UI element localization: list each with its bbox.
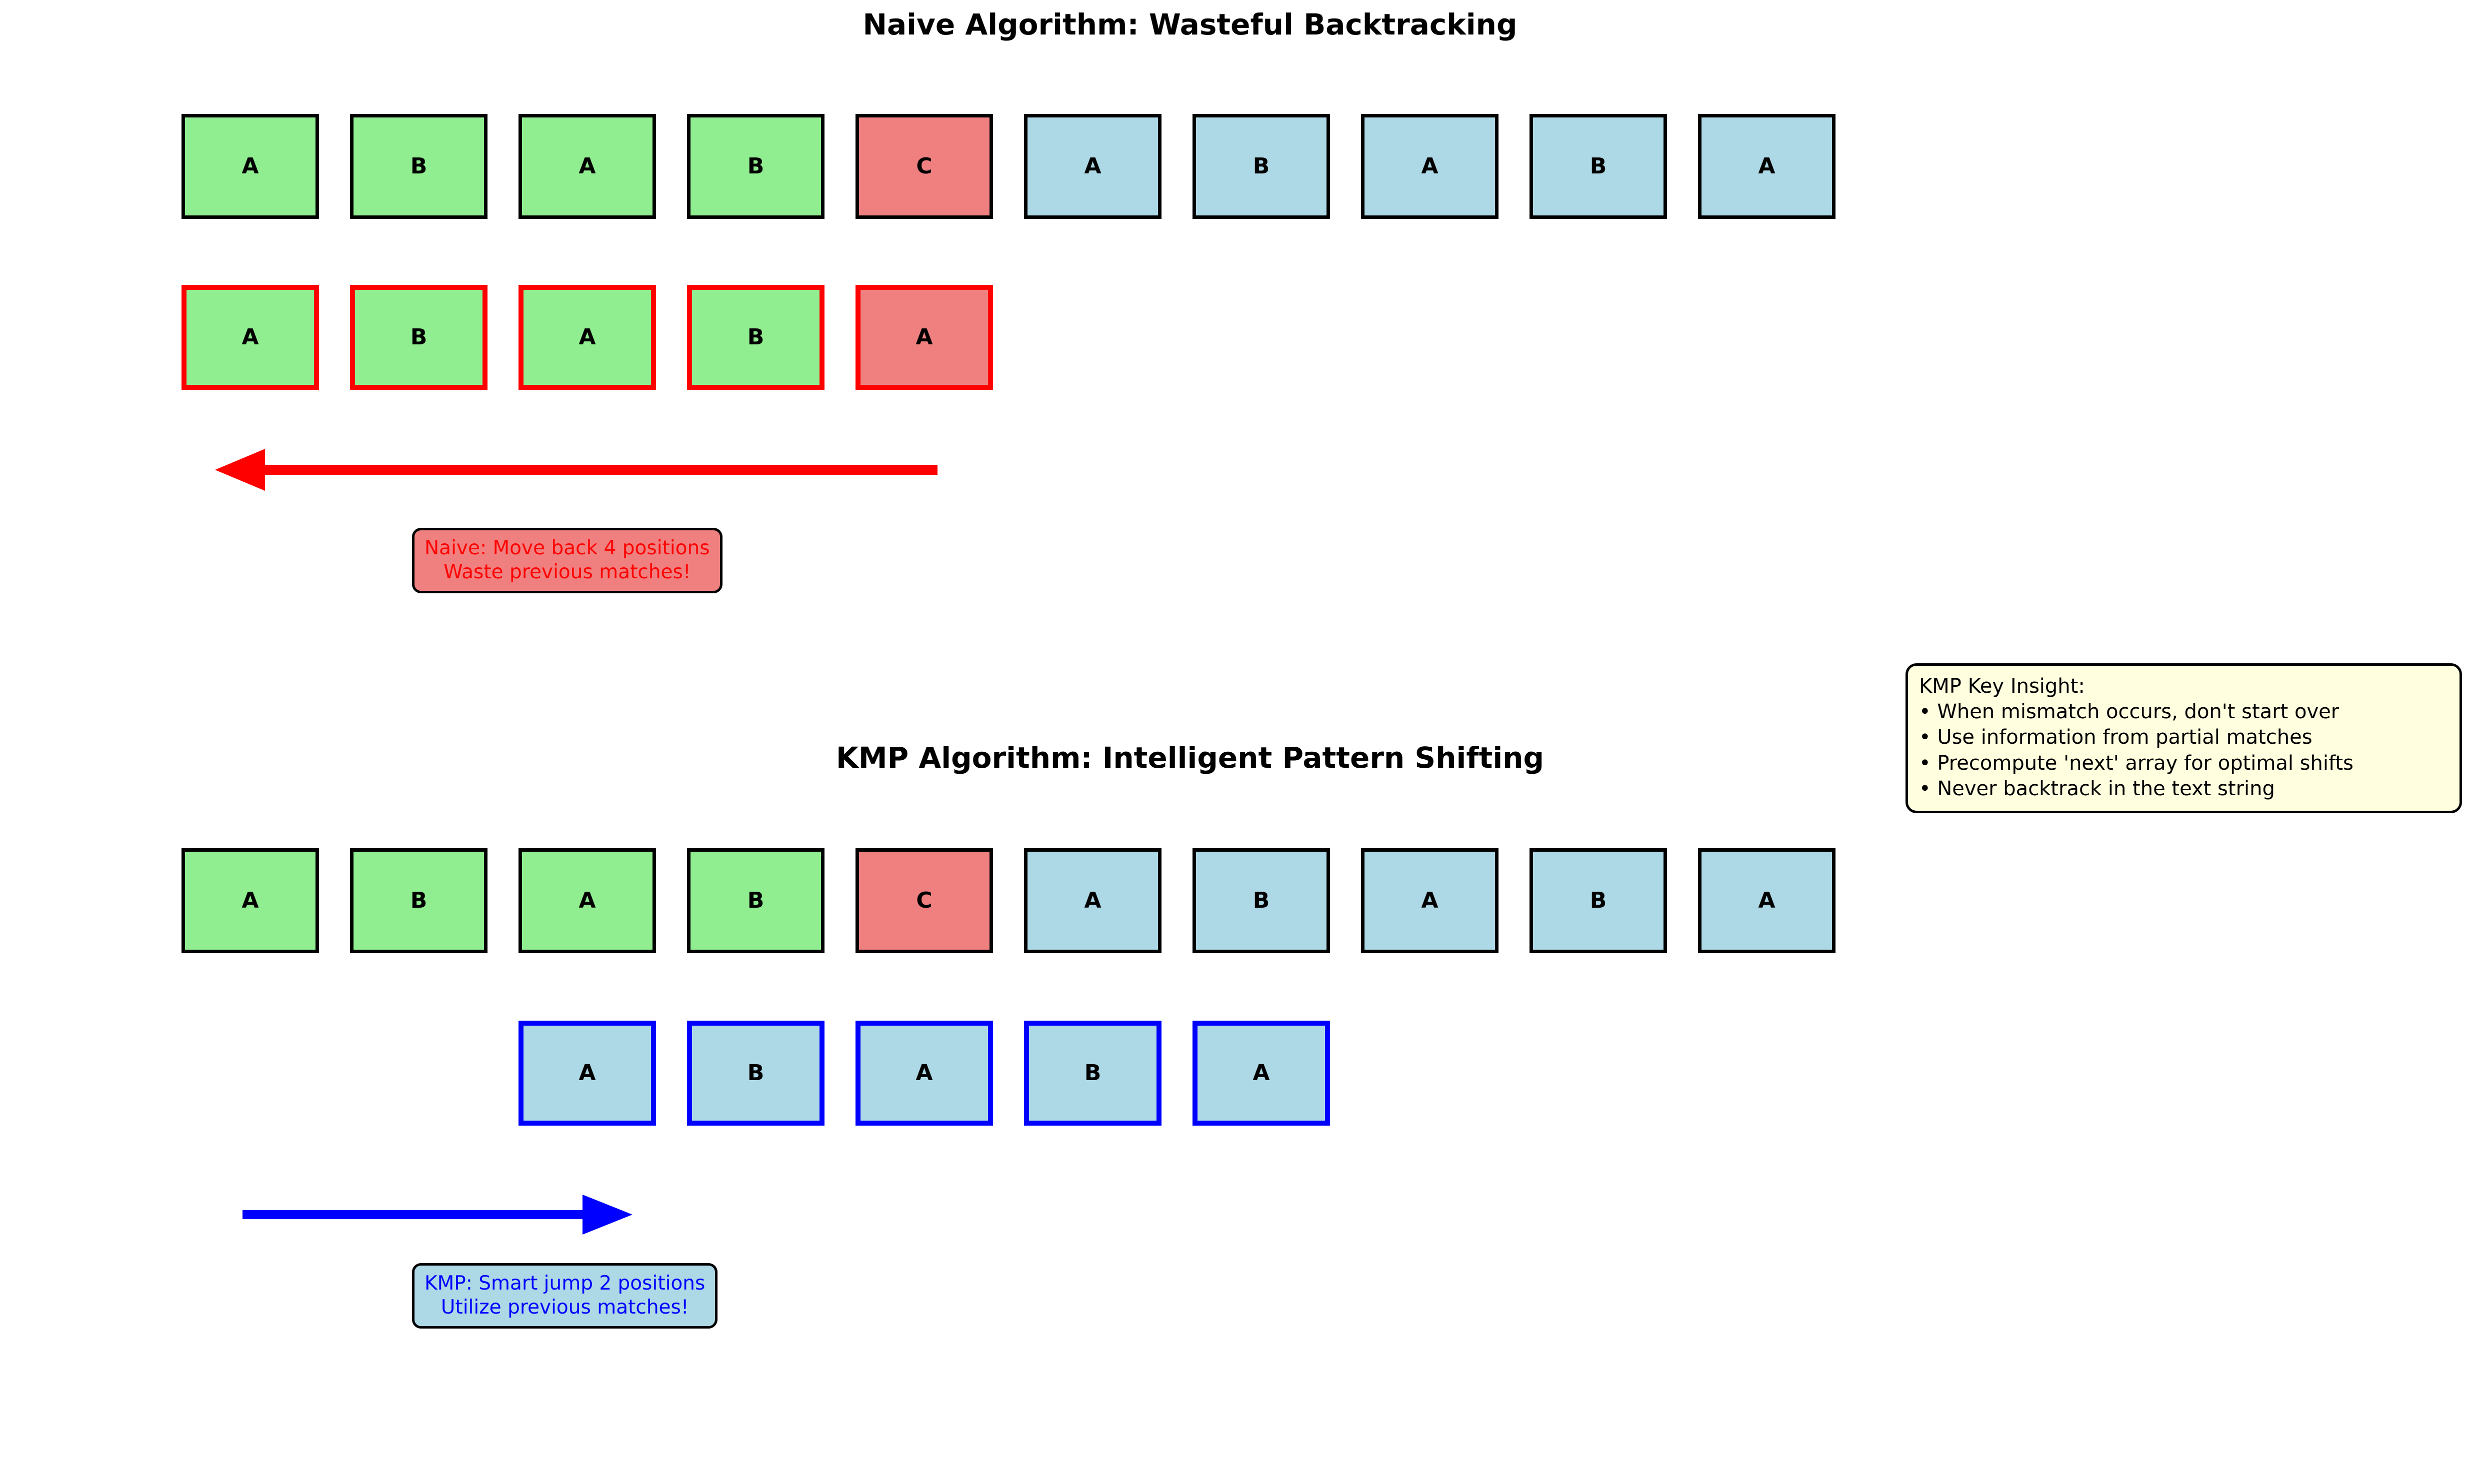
kmp-pattern-cell-3[interactable]: B [1024, 1021, 1162, 1126]
kmp-pattern-cell-1[interactable]: B [687, 1021, 824, 1126]
insight-bullet-1: • Use information from partial matches [1919, 725, 2448, 750]
naive-text-cell-4[interactable]: C [856, 114, 993, 219]
naive-text-row: A B A B C A B A B A [182, 114, 1836, 219]
kmp-pattern-row: A B A B A [518, 1021, 1330, 1126]
kmp-text-cell-9[interactable]: A [1698, 848, 1836, 953]
kmp-text-cell-8[interactable]: B [1530, 848, 1667, 953]
insight-bullet-3: • Never backtrack in the text string [1919, 776, 2448, 802]
naive-callout: Naive: Move back 4 positions Waste previ… [412, 528, 722, 594]
kmp-text-cell-7[interactable]: A [1361, 848, 1498, 953]
kmp-pattern-cell-2[interactable]: A [856, 1021, 993, 1126]
insight-panel-title: KMP Key Insight: [1919, 675, 2085, 698]
kmp-text-row: A B A B C A B A B A [182, 848, 1836, 953]
kmp-text-cell-6[interactable]: B [1192, 848, 1330, 953]
naive-text-cell-0[interactable]: A [182, 114, 319, 219]
naive-pattern-row: A B A B A [182, 285, 993, 390]
kmp-key-insight-panel: KMP Key Insight: • When mismatch occurs,… [1906, 663, 2462, 813]
bullet-glyph-icon: • [1919, 700, 1931, 724]
naive-text-cell-8[interactable]: B [1530, 114, 1667, 219]
naive-text-cell-9[interactable]: A [1698, 114, 1836, 219]
kmp-pattern-cell-0[interactable]: A [518, 1021, 656, 1126]
kmp-callout: KMP: Smart jump 2 positions Utilize prev… [412, 1263, 718, 1329]
kmp-forward-arrow-right-icon [242, 1195, 632, 1235]
naive-text-cell-7[interactable]: A [1361, 114, 1498, 219]
kmp-text-cell-0[interactable]: A [182, 848, 319, 953]
insight-bullet-2: • Precompute 'next' array for optimal sh… [1919, 751, 2448, 776]
kmp-text-cell-4[interactable]: C [856, 848, 993, 953]
naive-pattern-cell-1[interactable]: B [350, 285, 488, 390]
insight-bullet-3-text: Never backtrack in the text string [1937, 777, 2275, 800]
naive-pattern-cell-4[interactable]: A [856, 285, 993, 390]
naive-pattern-cell-2[interactable]: A [518, 285, 656, 390]
kmp-section-title: KMP Algorithm: Intelligent Pattern Shift… [836, 741, 1544, 775]
bullet-glyph-icon: • [1919, 751, 1931, 775]
kmp-text-cell-3[interactable]: B [687, 848, 824, 953]
naive-backtrack-arrow-left-icon [215, 449, 938, 491]
naive-text-cell-1[interactable]: B [350, 114, 488, 219]
bullet-glyph-icon: • [1919, 726, 1931, 749]
bullet-glyph-icon: • [1919, 777, 1931, 800]
insight-bullet-0-text: When mismatch occurs, don't start over [1937, 700, 2340, 724]
kmp-text-cell-5[interactable]: A [1024, 848, 1162, 953]
naive-text-cell-5[interactable]: A [1024, 114, 1162, 219]
insight-bullet-1-text: Use information from partial matches [1937, 726, 2312, 749]
naive-text-cell-3[interactable]: B [687, 114, 824, 219]
insight-bullet-2-text: Precompute 'next' array for optimal shif… [1937, 751, 2354, 775]
kmp-text-cell-1[interactable]: B [350, 848, 488, 953]
naive-section-title: Naive Algorithm: Wasteful Backtracking [862, 7, 1518, 41]
kmp-text-cell-2[interactable]: A [518, 848, 656, 953]
naive-text-cell-2[interactable]: A [518, 114, 656, 219]
kmp-pattern-cell-4[interactable]: A [1192, 1021, 1330, 1126]
naive-pattern-cell-0[interactable]: A [182, 285, 319, 390]
insight-bullet-0: • When mismatch occurs, don't start over [1919, 699, 2448, 725]
naive-pattern-cell-3[interactable]: B [687, 285, 824, 390]
naive-text-cell-6[interactable]: B [1192, 114, 1330, 219]
